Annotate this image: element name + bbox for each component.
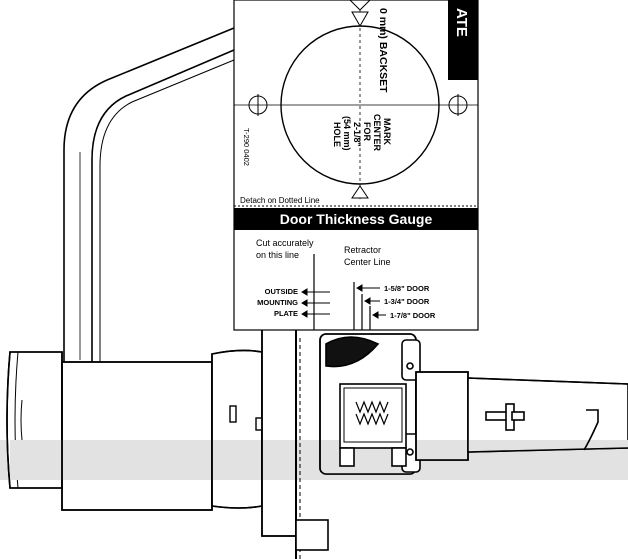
door-size-labels: 1-5/8" DOOR 1-3/4" DOOR 1-7/8" DOOR <box>384 284 436 320</box>
svg-text:(54 mm): (54 mm) <box>342 116 352 151</box>
latch-tube <box>415 371 628 461</box>
svg-text:MOUNTING: MOUNTING <box>257 298 298 307</box>
retractor-note-line1: Retractor <box>344 245 381 255</box>
gauge-title-bar <box>234 208 478 230</box>
door-size-1-7-8: 1-7/8" DOOR <box>390 311 436 320</box>
mark-center-text: MARK CENTER FOR 2-1/8" (54 mm) HOLE <box>332 114 392 152</box>
svg-text:PLATE: PLATE <box>274 309 298 318</box>
svg-text:OUTSIDE: OUTSIDE <box>265 287 298 296</box>
right-registration-mark <box>448 94 468 116</box>
mounting-plate-arrows <box>301 288 330 318</box>
svg-text:2-1/8": 2-1/8" <box>352 122 362 147</box>
detach-label: Detach on Dotted Line <box>240 196 320 205</box>
svg-text:CENTER: CENTER <box>372 114 382 152</box>
door-size-1-5-8: 1-5/8" DOOR <box>384 284 430 293</box>
part-number: T-290 0402 <box>242 128 251 166</box>
retractor-center-lines <box>353 282 371 330</box>
svg-text:FOR: FOR <box>362 122 372 141</box>
latch-housing <box>319 333 421 475</box>
template-title-fragment: ATE <box>453 8 470 37</box>
backset-label: 0 mm) BACKSET <box>377 8 389 93</box>
gauge-title: Door Thickness Gauge <box>280 211 433 227</box>
cut-note-line2: on this line <box>256 250 299 260</box>
door-size-arrows <box>356 284 386 319</box>
door-size-1-3-4: 1-3/4" DOOR <box>384 297 430 306</box>
outside-mounting-plate-labels: OUTSIDE MOUNTING PLATE <box>257 287 298 318</box>
door-mounting-plate <box>261 325 329 559</box>
svg-text:HOLE: HOLE <box>332 122 342 147</box>
template-title-bar <box>448 0 478 80</box>
left-registration-mark <box>248 94 268 116</box>
chassis-hub <box>211 349 263 509</box>
lever-rose <box>6 351 213 511</box>
top-pointer <box>351 11 369 28</box>
retractor-note-line2: Center Line <box>344 257 391 267</box>
lever-handle <box>63 27 235 362</box>
cut-note-line1: Cut accurately <box>256 238 314 248</box>
bottom-pointer <box>351 185 369 199</box>
svg-text:MARK: MARK <box>382 118 392 145</box>
paper-template: ATE 0 mm) BACKSET MARK CENTER FOR 2-1/8"… <box>233 0 479 331</box>
